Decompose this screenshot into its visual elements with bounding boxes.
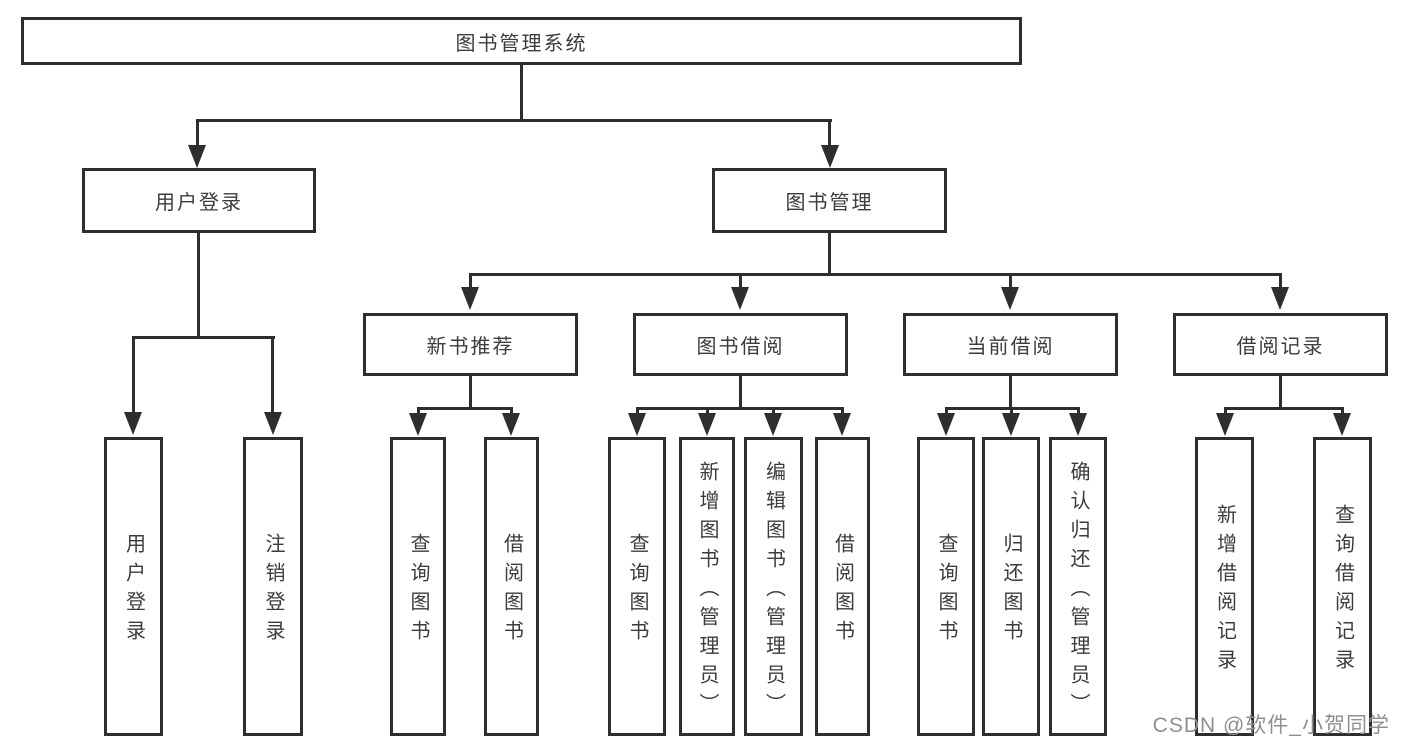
connector-line <box>271 336 274 414</box>
arrowhead-down-icon <box>1271 287 1289 310</box>
connector-line <box>739 273 742 290</box>
arrowhead-down-icon <box>764 413 782 436</box>
connector-line <box>1341 407 1344 417</box>
leaf-user-login: 用户登录 <box>104 437 163 736</box>
connector-line <box>636 407 639 417</box>
connector-line <box>636 407 844 410</box>
connector-line <box>196 119 199 149</box>
connector-line <box>1224 407 1227 417</box>
node-root-label: 图书管理系统 <box>455 32 588 55</box>
connector-line <box>739 376 742 410</box>
arrowhead-down-icon <box>1216 413 1234 436</box>
arrowhead-down-icon <box>1001 287 1019 310</box>
node-root: 图书管理系统 <box>21 17 1022 65</box>
connector-line <box>132 336 275 339</box>
connector-line <box>828 233 831 276</box>
connector-line <box>1279 273 1282 290</box>
connector-line <box>1010 407 1013 417</box>
arrowhead-down-icon <box>937 413 955 436</box>
arrowhead-down-icon <box>409 413 427 436</box>
connector-line <box>945 407 948 417</box>
arrowhead-down-icon <box>124 412 142 435</box>
arrowhead-down-icon <box>188 145 206 168</box>
node-book-borrowing-label: 图书借阅 <box>696 336 785 358</box>
connector-line <box>469 376 472 410</box>
leaf-add-books-admin-label: 新增图书（管理员） <box>696 460 718 722</box>
leaf-edit-books-admin-label: 编辑图书（管理员） <box>762 460 785 722</box>
connector-line <box>1009 273 1012 290</box>
leaf-query-books-borrow: 查询图书 <box>608 437 666 736</box>
connector-line <box>132 336 135 414</box>
leaf-edit-books-admin: 编辑图书（管理员） <box>744 437 803 736</box>
arrowhead-down-icon <box>1069 413 1087 436</box>
arrowhead-down-icon <box>1333 413 1351 436</box>
node-new-book-recommend: 新书推荐 <box>363 313 578 376</box>
connector-line <box>196 119 832 122</box>
leaf-query-books-borrow-label: 查询图书 <box>626 533 648 649</box>
node-borrowing-records-label: 借阅记录 <box>1236 336 1325 358</box>
connector-line <box>469 273 472 290</box>
node-user-login: 用户登录 <box>82 168 316 233</box>
leaf-borrow-books: 借阅图书 <box>815 437 870 736</box>
connector-line <box>1224 407 1344 410</box>
leaf-query-borrow-record: 查询借阅记录 <box>1313 437 1372 736</box>
connector-line <box>1279 376 1282 410</box>
connector-line <box>772 407 775 417</box>
connector-line <box>417 407 513 410</box>
arrowhead-down-icon <box>821 145 839 168</box>
connector-line <box>520 65 523 122</box>
leaf-borrow-books-recommend-label: 借阅图书 <box>500 533 523 649</box>
leaf-confirm-return-admin: 确认归还（管理员） <box>1049 437 1107 736</box>
connector-line <box>828 119 831 149</box>
arrowhead-down-icon <box>264 412 282 435</box>
leaf-return-books: 归还图书 <box>982 437 1040 736</box>
connector-line <box>469 273 1282 276</box>
connector-line <box>510 407 513 417</box>
leaf-query-books-recommend-label: 查询图书 <box>407 533 429 649</box>
node-borrowing-records: 借阅记录 <box>1173 313 1388 376</box>
node-current-borrowing-label: 当前借阅 <box>966 336 1055 358</box>
watermark-text: CSDN @软件_小贺同学 <box>1152 714 1390 737</box>
connector-line <box>197 233 200 339</box>
leaf-borrow-books-label: 借阅图书 <box>831 533 854 649</box>
arrowhead-down-icon <box>731 287 749 310</box>
arrowhead-down-icon <box>461 287 479 310</box>
connector-line <box>706 407 709 417</box>
arrowhead-down-icon <box>628 413 646 436</box>
connector-line <box>417 407 420 417</box>
arrowhead-down-icon <box>698 413 716 436</box>
leaf-user-login-label: 用户登录 <box>122 533 145 649</box>
leaf-add-borrow-record-label: 新增借阅记录 <box>1213 504 1236 678</box>
node-book-borrowing: 图书借阅 <box>633 313 848 376</box>
leaf-return-books-label: 归还图书 <box>1000 533 1022 649</box>
node-user-login-label: 用户登录 <box>155 192 243 214</box>
connector-line <box>1077 407 1080 417</box>
connector-line <box>841 407 844 417</box>
leaf-query-books-current: 查询图书 <box>917 437 975 736</box>
leaf-add-borrow-record: 新增借阅记录 <box>1195 437 1254 736</box>
leaf-borrow-books-recommend: 借阅图书 <box>484 437 539 736</box>
node-book-management-label: 图书管理 <box>785 192 874 214</box>
leaf-logout-label: 注销登录 <box>262 533 284 649</box>
node-book-management: 图书管理 <box>712 168 947 233</box>
arrowhead-down-icon <box>1002 413 1020 436</box>
leaf-add-books-admin: 新增图书（管理员） <box>679 437 735 736</box>
arrowhead-down-icon <box>833 413 851 436</box>
node-current-borrowing: 当前借阅 <box>903 313 1118 376</box>
connector-line <box>1009 376 1012 410</box>
leaf-confirm-return-admin-label: 确认归还（管理员） <box>1067 460 1089 722</box>
arrowhead-down-icon <box>502 413 520 436</box>
leaf-logout: 注销登录 <box>243 437 303 736</box>
leaf-query-borrow-record-label: 查询借阅记录 <box>1331 504 1354 678</box>
leaf-query-books-recommend: 查询图书 <box>390 437 446 736</box>
leaf-query-books-current-label: 查询图书 <box>935 533 957 649</box>
node-new-book-recommend-label: 新书推荐 <box>426 336 515 358</box>
